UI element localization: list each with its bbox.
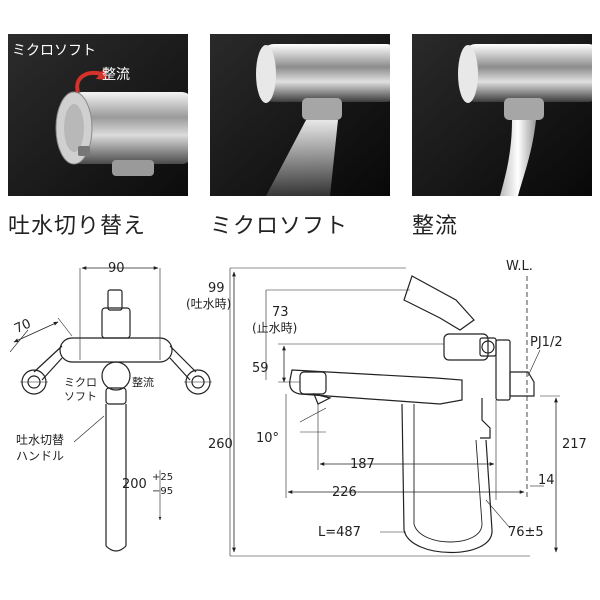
photo-micro-soft: [210, 34, 390, 196]
dim-range-plus: +25: [152, 472, 173, 483]
dim-217: 217: [562, 437, 587, 452]
dimension-drawing: 90 70 ミクロ ソフト 整流 吐水切替 ハンドル 200 +25 −95: [9, 259, 587, 557]
front-view: [9, 266, 212, 552]
label-soft: ソフト: [64, 390, 97, 403]
label-micro: ミクロ: [64, 376, 97, 389]
photo-straight: [412, 34, 592, 196]
dim-14: 14: [538, 473, 555, 488]
dim-range-base: 200: [122, 477, 147, 492]
dim-260: 260: [208, 437, 233, 452]
label-micro-soft: ミクロソフト: [12, 43, 96, 59]
dim-187: 187: [350, 457, 375, 472]
side-view: [229, 267, 560, 557]
photo-switching: ミクロソフト 整流: [8, 34, 188, 196]
dim-73: 73: [272, 305, 289, 320]
dim-226: 226: [332, 485, 357, 500]
dim-73-note: (止水時): [252, 321, 297, 335]
dim-10-deg: 10°: [256, 431, 279, 446]
dim-width-90: 90: [108, 261, 125, 276]
label-handle-1: 吐水切替: [16, 433, 64, 447]
label-thread: PJ1/2: [530, 335, 563, 350]
faucet-photo-2: [210, 34, 390, 196]
caption-switching: 吐水切り替え: [8, 214, 147, 239]
dim-angle-70: 70: [12, 316, 33, 336]
caption-micro-soft: ミクロソフト: [210, 214, 349, 239]
dim-hose-length: L=487: [318, 525, 361, 540]
faucet-photo-3: [412, 34, 592, 196]
dim-76: 76±5: [508, 525, 544, 540]
faucet-photo-1: [8, 34, 188, 196]
label-handle-2: ハンドル: [16, 449, 64, 463]
label-wl: W.L.: [506, 259, 533, 274]
leader-handle: [73, 415, 105, 443]
label-straight: 整流: [102, 67, 130, 83]
dim-99: 99: [208, 281, 225, 296]
dim-59: 59: [252, 361, 269, 376]
label-straight-front: 整流: [132, 375, 154, 389]
dim-99-note: (吐水時): [186, 297, 231, 311]
caption-straight: 整流: [412, 214, 459, 239]
dim-range-minus: −95: [152, 486, 173, 497]
